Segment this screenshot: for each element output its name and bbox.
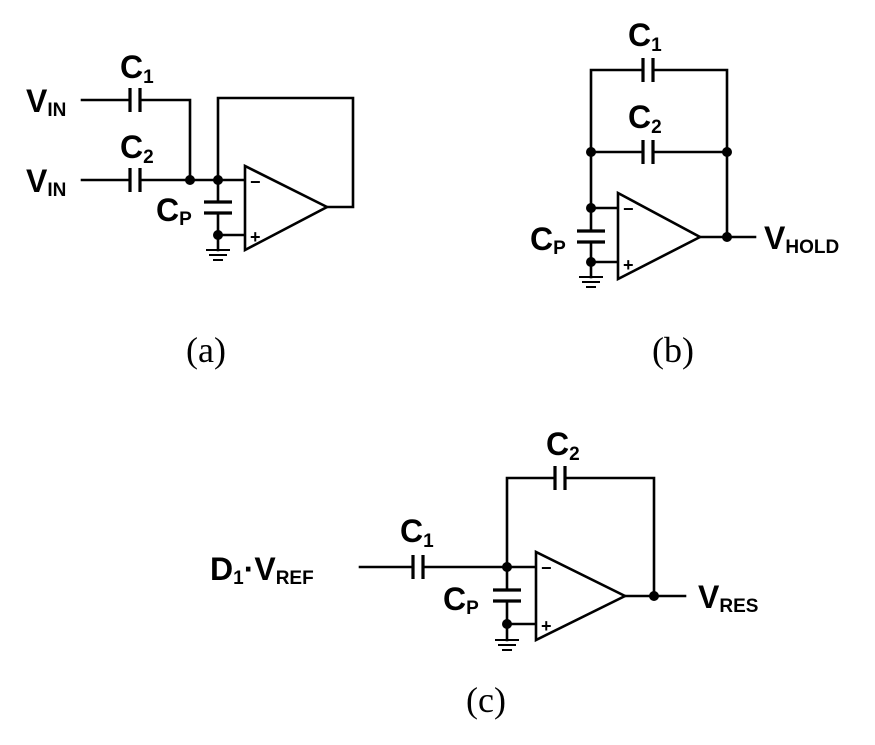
panel-caption: (a) — [186, 330, 226, 370]
input-label: VIN — [26, 163, 66, 201]
cp-capacitor — [493, 565, 521, 642]
panel-a: − + VIN VIN C1 C2 CP (a) — [26, 49, 355, 370]
c1-branch — [589, 58, 729, 239]
input-wire — [358, 555, 538, 579]
opamp-minus-sign: − — [541, 558, 552, 578]
node-dot — [586, 147, 596, 157]
node-dot — [213, 230, 223, 240]
panel-b: − + C1 C2 CP VHOLD (b) — [530, 17, 839, 370]
cap-label-cp: CP — [443, 581, 479, 619]
node-dot — [722, 147, 732, 157]
ground-icon — [579, 276, 603, 288]
cap-label-c1: C1 — [400, 513, 434, 552]
node-dot — [502, 619, 512, 629]
opamp-triangle — [243, 163, 330, 253]
feedback-wire — [216, 96, 355, 209]
input-label: D1·VREF — [210, 551, 314, 589]
opamp-plus-sign: + — [250, 227, 261, 247]
node-dot — [185, 175, 195, 185]
node-dot — [649, 591, 659, 601]
panel-caption: (b) — [652, 330, 694, 370]
output-label: VHOLD — [764, 220, 839, 258]
c2-branch — [505, 466, 656, 598]
input-label: VIN — [26, 83, 66, 121]
c2-branch — [589, 140, 729, 164]
ground-icon — [206, 249, 230, 261]
opamp-triangle — [534, 549, 628, 643]
output-label: VRES — [698, 579, 758, 617]
cap-label-c1: C1 — [628, 17, 662, 56]
cap-label-c2: C2 — [120, 129, 154, 168]
cap-label-c1: C1 — [120, 49, 154, 88]
cap-label-cp: CP — [530, 221, 566, 259]
opamp-minus-sign: − — [250, 172, 261, 192]
ground-icon — [495, 639, 519, 651]
panel-c: − + D1·VREF C1 C2 CP VRES (c) — [210, 426, 758, 720]
opamp-plus-sign: + — [541, 616, 552, 636]
opamp-minus-sign: − — [623, 199, 634, 219]
node-dot — [722, 232, 732, 242]
cap-label-c2: C2 — [546, 426, 580, 465]
node-dot — [502, 562, 512, 572]
node-dot — [213, 175, 223, 185]
panel-caption: (c) — [466, 680, 506, 720]
cap-label-cp: CP — [156, 192, 192, 230]
input-wire-top — [80, 88, 192, 182]
node-dot — [586, 257, 596, 267]
node-dot — [586, 203, 596, 213]
opamp-plus-sign: + — [623, 255, 634, 275]
opamp-triangle — [616, 190, 703, 282]
cap-label-c2: C2 — [628, 99, 662, 138]
